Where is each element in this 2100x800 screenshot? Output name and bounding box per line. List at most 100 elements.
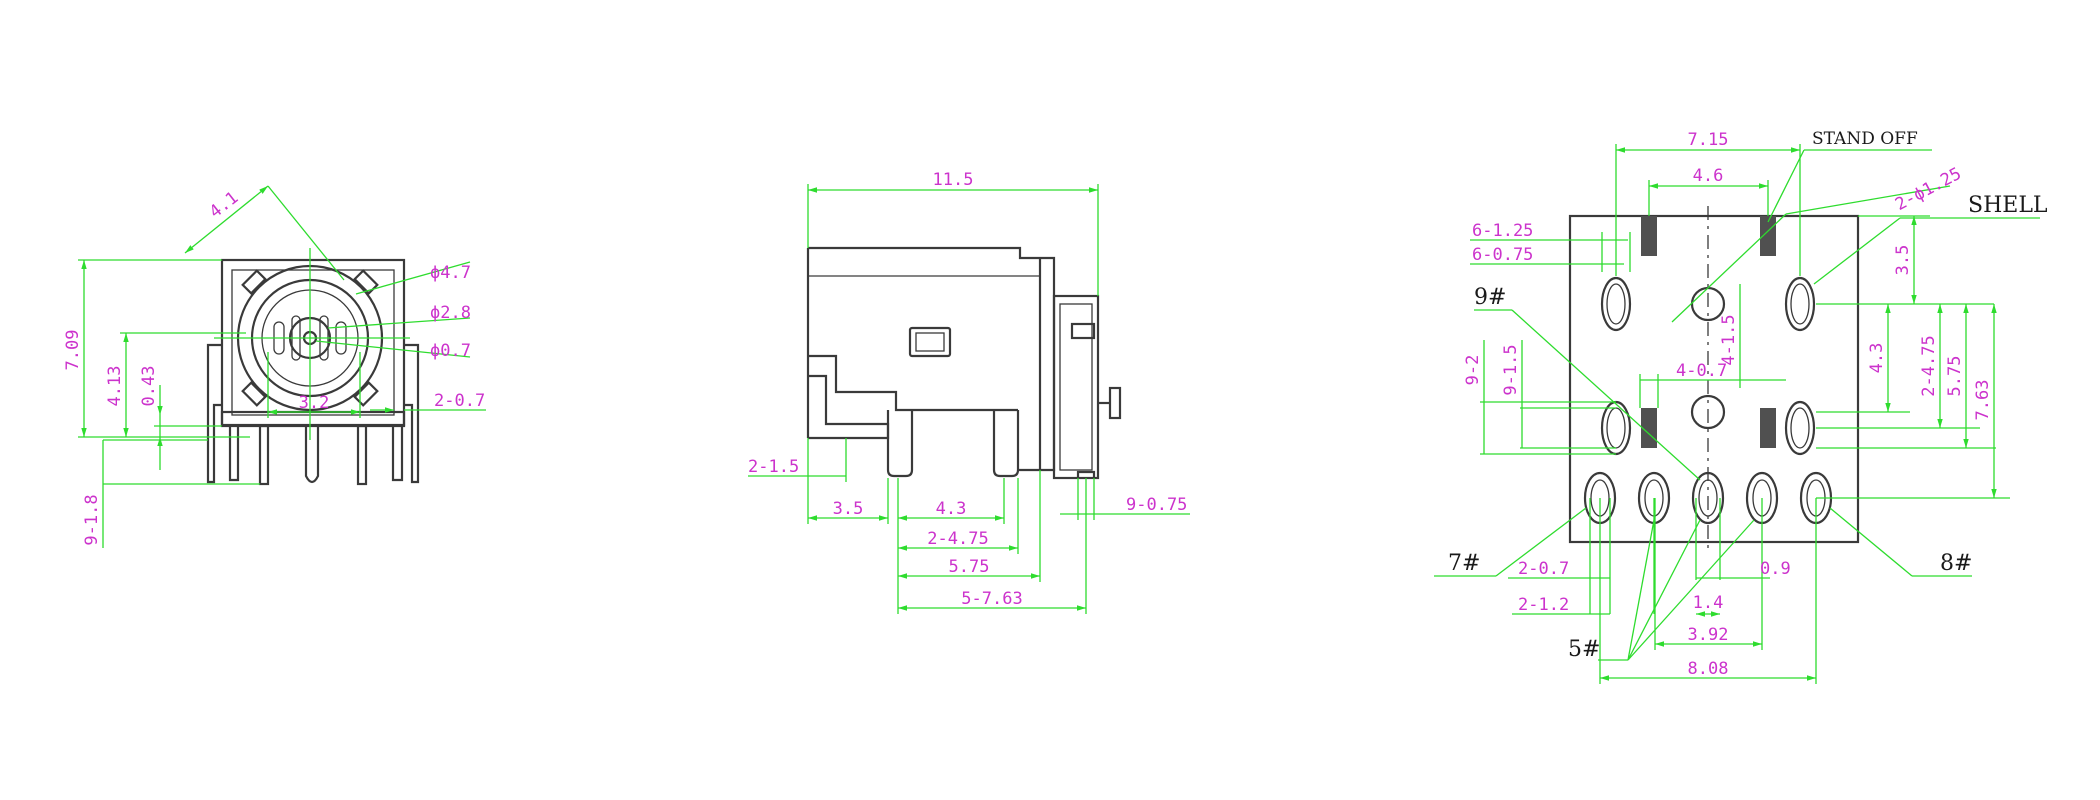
dim-text-5-75: 5.75 — [949, 557, 990, 577]
dim-text-3-2: 3.2 — [299, 393, 330, 413]
dim-text-5-7-63: 5-7.63 — [961, 589, 1022, 609]
oval-hole-inner — [1606, 283, 1626, 325]
side-window — [908, 326, 952, 358]
label-pin-9: 9# — [1474, 285, 1506, 310]
dim-text-3-5: 3.5 — [833, 499, 864, 519]
oval-hole — [1600, 276, 1632, 332]
front-pin — [228, 426, 240, 482]
side-tab — [1070, 322, 1096, 340]
leader-phi4-7 — [355, 261, 471, 295]
dim-text-phi4-7: ϕ4.7 — [430, 263, 471, 283]
front-corner-clip — [353, 269, 379, 295]
dim-text-4-0-7: 4-0.7 — [1676, 361, 1727, 381]
oval-hole — [1784, 400, 1816, 456]
dim-text-0-43: 0.43 — [139, 366, 159, 407]
stand-off-pad — [1641, 216, 1657, 256]
extension-line — [267, 185, 345, 281]
front-left-flange — [206, 343, 222, 484]
dim-text-9-1-8: 9-1.8 — [82, 494, 102, 545]
stand-off-pad — [1760, 216, 1776, 256]
front-corner-clip — [241, 269, 267, 295]
dim-text-phi0-7: ϕ0.7 — [430, 341, 471, 361]
label-pin-8: 8# — [1940, 551, 1972, 576]
dim-text-phi2-8: ϕ2.8 — [430, 303, 471, 323]
side-foot — [886, 410, 914, 478]
front-center-pin — [304, 426, 320, 484]
oval-hole-inner — [1790, 283, 1810, 325]
label-stand-off: STAND OFF — [1812, 129, 1918, 149]
footprint-view: 7.15 STAND OFF 4.6 2-ϕ1.25 SHELL 6-1.25 … — [1434, 129, 2048, 684]
side-window-inner — [915, 332, 945, 352]
dim-text-2-0-7: 2-0.7 — [434, 391, 485, 411]
side-front-panel-inner — [1059, 303, 1093, 471]
dim-text-9-1-5: 9-1.5 — [1501, 344, 1521, 395]
leader-2-phi1-25 — [1671, 213, 1787, 323]
dim-text-5-75: 5.75 — [1945, 356, 1965, 397]
dim-text-2-1-5: 2-1.5 — [748, 457, 799, 477]
side-lower-step — [808, 354, 1018, 412]
label-shell: SHELL — [1968, 193, 2048, 218]
side-nub — [1108, 386, 1122, 420]
oval-hole-inner — [1790, 407, 1810, 449]
leader-shell — [1813, 217, 1901, 285]
dim-text-2-4-75: 2-4.75 — [927, 529, 988, 549]
leader-pin-9 — [1511, 309, 1701, 481]
stand-off-pad — [1760, 408, 1776, 448]
leader-pin-5 — [1627, 519, 1655, 661]
leader-pin-5 — [1627, 519, 1701, 661]
dim-text-6-0-75: 6-0.75 — [1472, 245, 1533, 265]
dim-text-4-3: 4.3 — [936, 499, 967, 519]
leader-pin-5 — [1627, 519, 1755, 661]
front-body-inner — [231, 269, 395, 416]
dim-text-4-6: 4.6 — [1693, 166, 1724, 186]
dim-text-9-2: 9-2 — [1463, 355, 1483, 386]
dim-text-7-09: 7.09 — [63, 330, 83, 371]
dim-text-2-4-75: 2-4.75 — [1919, 335, 1939, 396]
side-view: 11.5 2-1.5 3.5 4.3 2-4.75 5.75 5-7.63 9-… — [748, 170, 1190, 614]
dim-line-4-1 — [184, 185, 269, 254]
leader-pin-7 — [1495, 507, 1587, 577]
dim-text-6-1-25: 6-1.25 — [1472, 221, 1533, 241]
front-pin — [356, 424, 368, 486]
leader-2-phi1-25 — [1785, 185, 1951, 215]
leader-phi0-7 — [315, 340, 471, 358]
front-right-flange — [404, 343, 420, 484]
dim-text-0-9: 0.9 — [1760, 559, 1791, 579]
dim-text-2-phi1-25: 2-ϕ1.25 — [1892, 164, 1965, 215]
front-pin — [258, 424, 270, 486]
dim-text-4-3: 4.3 — [1867, 343, 1887, 374]
front-corner-clip — [353, 381, 379, 407]
leader-stand-off — [1767, 149, 1805, 223]
front-base-plate — [220, 410, 406, 428]
dim-text-4-13: 4.13 — [105, 366, 125, 407]
shell-hole — [1690, 394, 1726, 430]
side-lower-step — [808, 374, 890, 440]
dim-text-8-08: 8.08 — [1688, 659, 1729, 679]
dim-text-4-1: 4.1 — [206, 188, 243, 223]
leader-phi2-8 — [327, 317, 471, 329]
dim-text-11-5: 11.5 — [933, 170, 974, 190]
front-corner-clip — [241, 381, 267, 407]
dim-text-4-1-5: 4-1.5 — [1719, 314, 1739, 365]
side-front-panel — [1052, 294, 1100, 480]
dim-text-7-63: 7.63 — [1973, 380, 1993, 421]
label-pin-5: 5# — [1568, 637, 1600, 662]
front-view: 4.1 7.09 4.13 0.43 9-1.8 ϕ4.7 ϕ2.8 ϕ0.7 … — [63, 185, 486, 548]
dim-text-2-0-7: 2-0.7 — [1518, 559, 1569, 579]
footprint-outline — [1568, 214, 1860, 544]
side-foot — [992, 410, 1020, 478]
dim-text-9-0-75: 9-0.75 — [1126, 495, 1187, 515]
oval-hole — [1784, 276, 1816, 332]
dim-text-3-92: 3.92 — [1688, 625, 1729, 645]
dim-text-2-1-2: 2-1.2 — [1518, 595, 1569, 615]
front-pin — [391, 426, 404, 482]
dim-text-1-4: 1.4 — [1693, 593, 1724, 613]
leader-pin-8 — [1829, 507, 1913, 577]
label-pin-7: 7# — [1448, 551, 1480, 576]
side-foot — [1076, 470, 1096, 478]
side-body-outline — [808, 246, 1056, 472]
oval-hole — [1600, 400, 1632, 456]
dim-text-7-15: 7.15 — [1688, 130, 1729, 150]
dim-text-3-5: 3.5 — [1893, 245, 1913, 276]
